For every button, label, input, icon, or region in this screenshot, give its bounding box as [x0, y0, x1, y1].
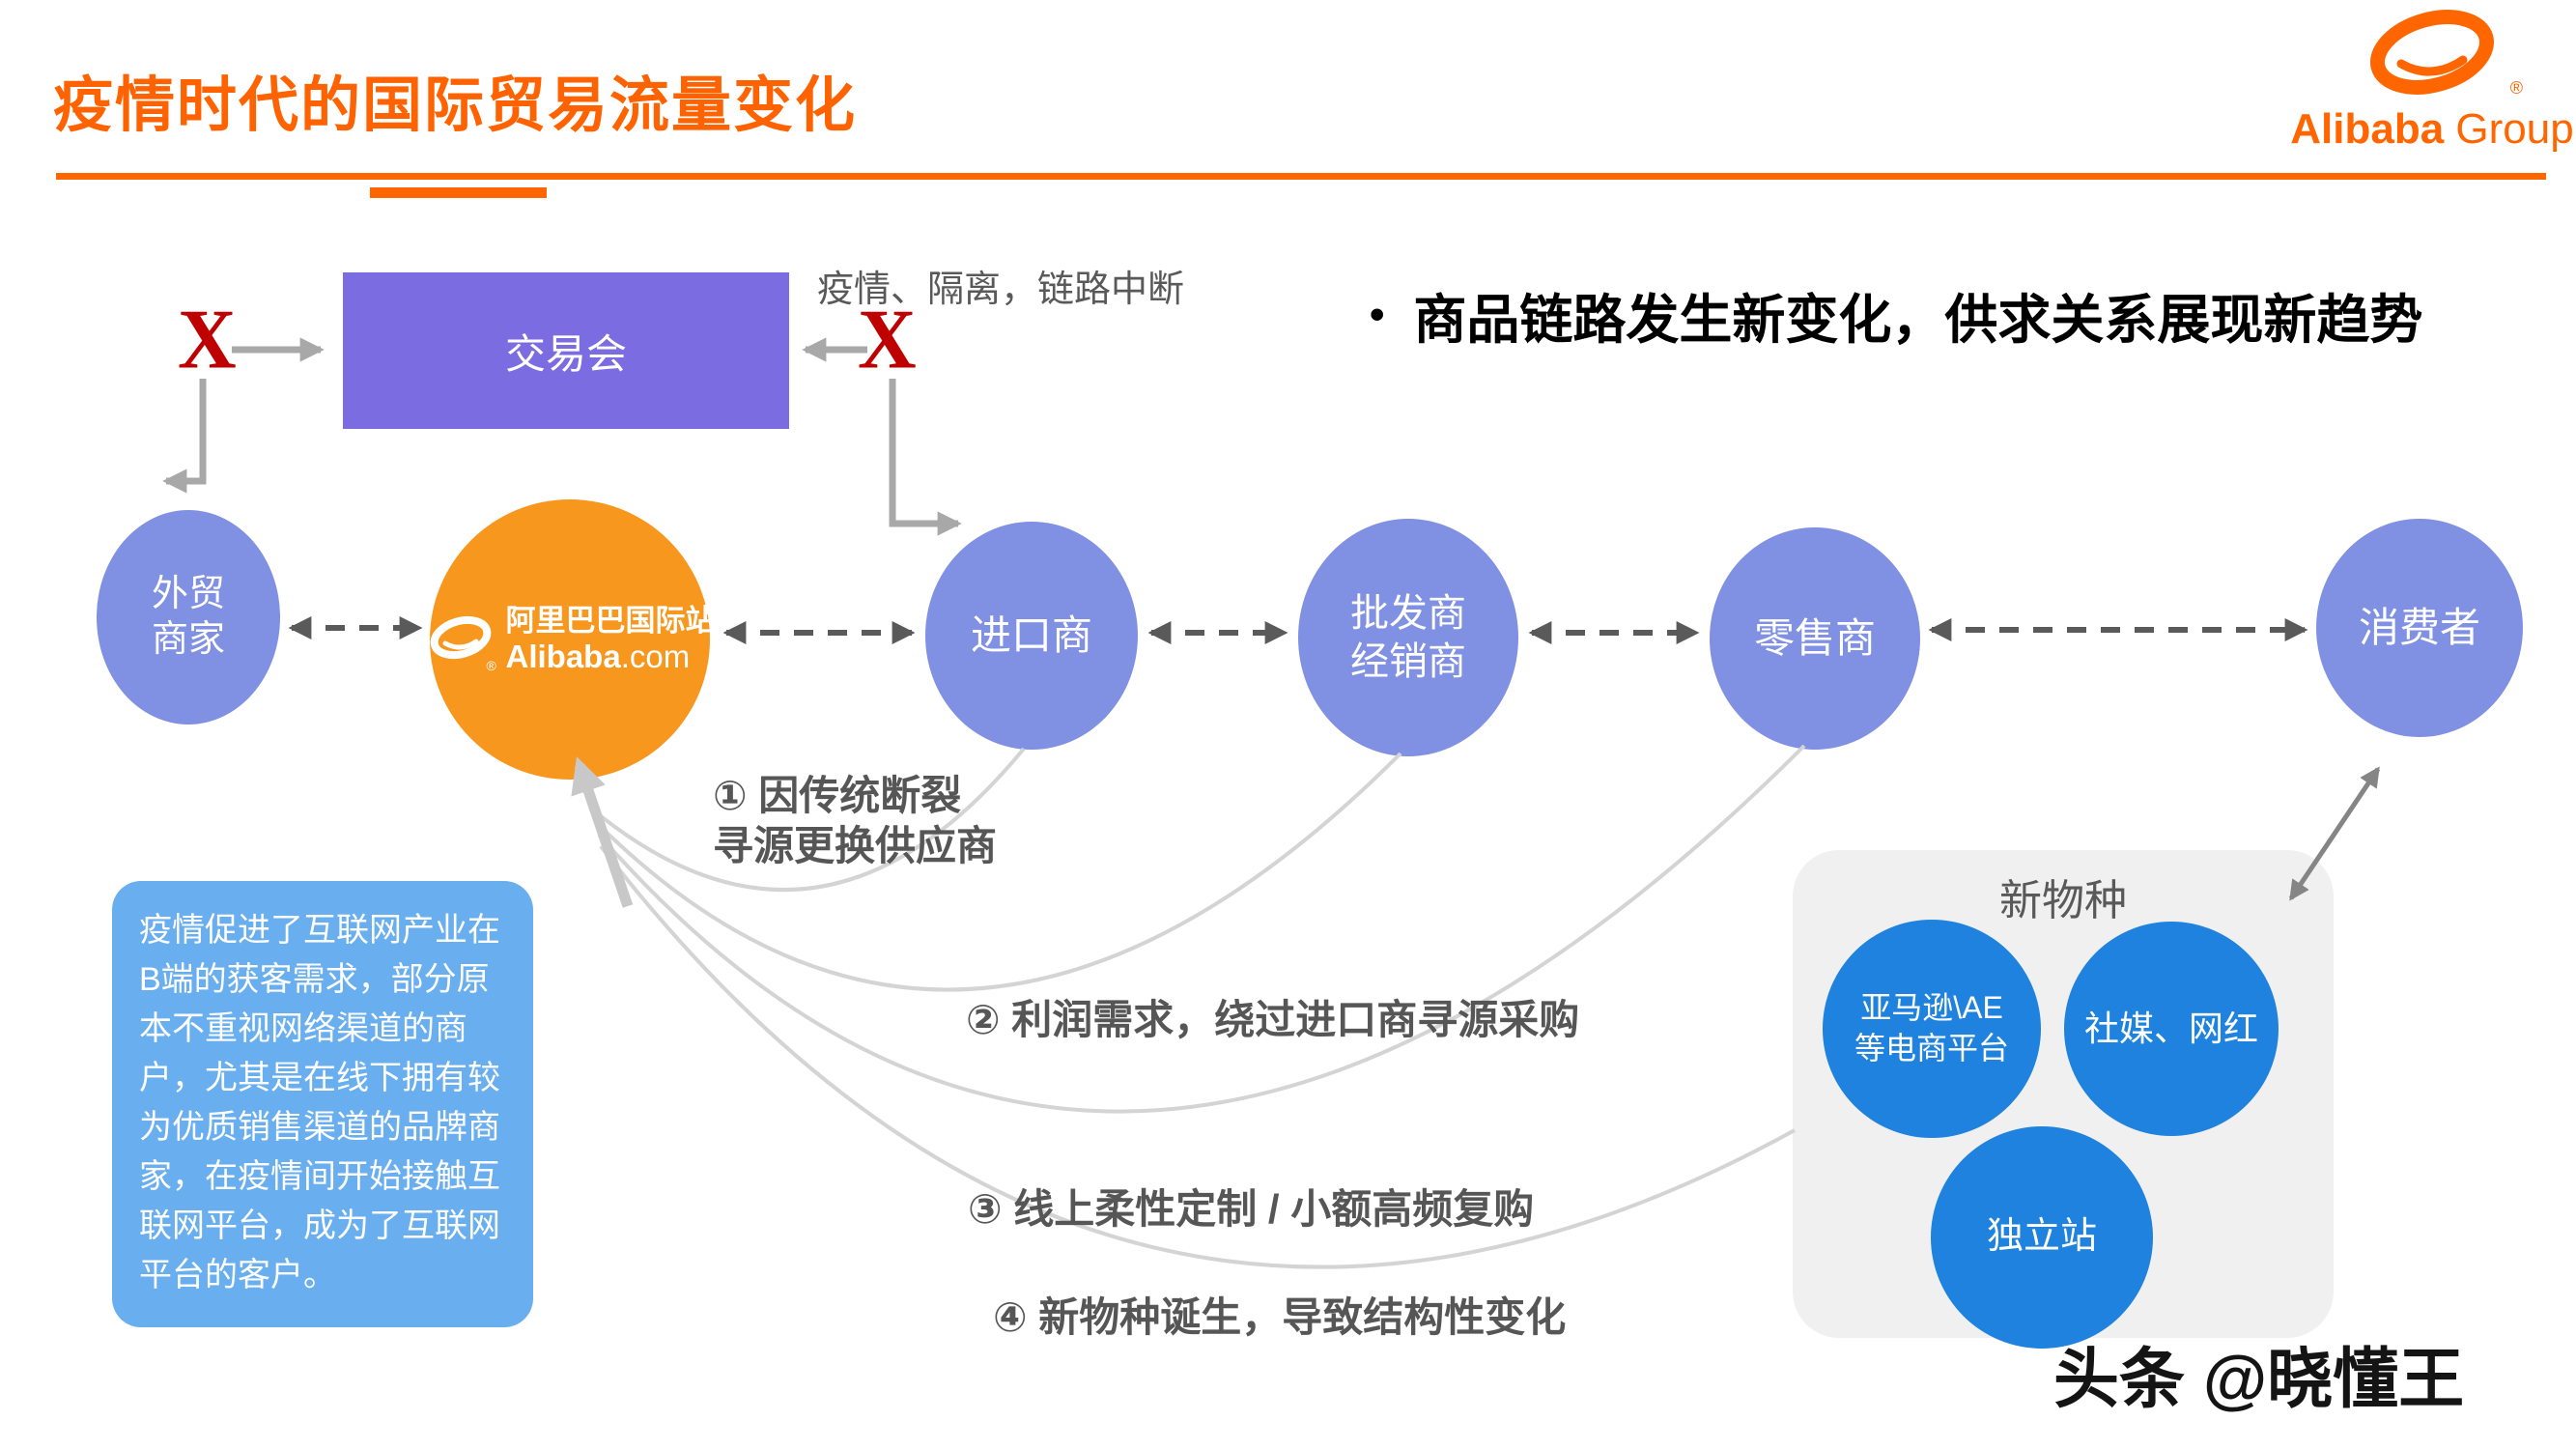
alibaba-cn-label: 阿里巴巴国际站 — [505, 604, 716, 639]
trade-fair-box: 交易会 — [343, 272, 789, 429]
key-point: • 商品链路发生新变化，供求关系展现新趋势 — [1370, 276, 2422, 354]
registered-mark: ® — [2509, 78, 2523, 98]
header-rule — [56, 173, 2546, 180]
broken-link-x-right: X — [858, 292, 917, 387]
node-independent-site: 独立站 — [1931, 1126, 2153, 1349]
node-alibaba-com: ® 阿里巴巴国际站 Alibaba.com — [430, 499, 716, 780]
registered-mark: ® — [486, 658, 496, 674]
bullet-icon: • — [1370, 291, 1385, 338]
disruption-note: 疫情、隔离，链路中断 — [817, 270, 1185, 310]
arrow-elbow-to-importer — [889, 379, 962, 536]
annotation-1: ① 因传统断裂 寻源更换供应商 — [713, 773, 998, 869]
pandemic-note-box: 疫情促进了互联网产业在B端的获客需求，部分原本不重视网络渠道的商户，尤其是在线下… — [112, 881, 533, 1327]
alibaba-group-logo: ® Alibaba Group — [2287, 10, 2576, 154]
node-consumer: 消费者 — [2316, 519, 2523, 737]
alibaba-group-wordmark: Alibaba Group — [2290, 105, 2574, 153]
new-species-box: 新物种 亚马逊\AE 等电商平台 社媒、网红 独立站 — [1793, 850, 2334, 1349]
alibaba-en-label: Alibaba.com — [505, 638, 691, 674]
key-point-text: 商品链路发生新变化，供求关系展现新趋势 — [1413, 290, 2423, 350]
annotation-3: ③ 线上柔性定制 / 小额高频复购 — [968, 1186, 1535, 1232]
node-social-media-influencer: 社媒、网红 — [2064, 922, 2279, 1136]
annotation-2: ② 利润需求，绕过进口商寻源采购 — [966, 997, 1580, 1042]
alibaba-smiley-icon-white — [430, 615, 491, 660]
arrow-elbow-to-foreign-trade — [162, 379, 207, 494]
header-rule-accent — [370, 187, 547, 198]
annotation-4: ④ 新物种诞生，导致结构性变化 — [993, 1294, 1567, 1340]
trade-fair-label: 交易会 — [504, 330, 627, 377]
arrow-up-into-alibaba — [571, 756, 634, 908]
node-retailer: 零售商 — [1710, 527, 1920, 750]
alibaba-smiley-icon: ® — [2355, 10, 2523, 102]
alibaba-com-logo: ® 阿里巴巴国际站 Alibaba.com — [425, 604, 716, 675]
node-ecommerce-platforms: 亚马逊\AE 等电商平台 — [1823, 920, 2041, 1138]
node-importer: 进口商 — [925, 522, 1138, 750]
watermark: 头条 @晓懂王 — [2053, 1343, 2465, 1416]
page-title: 疫情时代的国际贸易流量变化 — [53, 72, 858, 139]
broken-link-x-left: X — [178, 292, 237, 387]
new-species-title: 新物种 — [1999, 877, 2127, 924]
node-foreign-trade-merchant: 外贸 商家 — [97, 510, 280, 724]
node-wholesaler-distributor: 批发商 经销商 — [1298, 519, 1518, 756]
